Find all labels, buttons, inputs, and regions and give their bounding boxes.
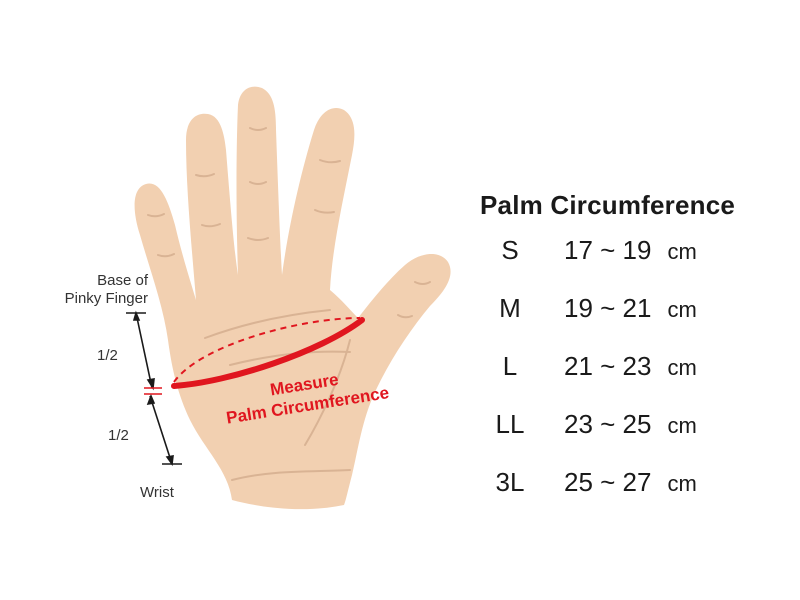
size-unit: cm [667,297,697,322]
size-range: 17 ~ 19 [564,235,652,265]
size-row-m: M 19 ~ 21 cm [480,293,790,351]
measure-band-back [173,317,361,383]
size-label: L [502,351,518,381]
midpoint-marker [144,387,162,395]
base-of-pinky-line2: Pinky Finger [64,290,148,307]
palm-creases [204,309,351,481]
hand-shape [134,86,451,510]
size-row-ll: LL 23 ~ 25 cm [480,409,790,467]
base-of-pinky-label: Base of Pinky Finger [62,272,148,308]
size-label: M [499,293,521,323]
size-label: 3L [495,467,525,497]
size-row-3l: 3L 25 ~ 27 cm [480,467,790,525]
size-unit: cm [667,471,697,496]
size-range: 23 ~ 25 [564,409,652,439]
size-unit: cm [667,413,697,438]
size-row-l: L 21 ~ 23 cm [480,351,790,409]
size-unit: cm [667,355,697,380]
size-label: S [501,235,519,265]
size-label: LL [495,409,525,439]
size-range: 21 ~ 23 [564,351,652,381]
size-table: Palm Circumference S 17 ~ 19 cm M 19 ~ 2… [480,190,790,525]
size-row-s: S 17 ~ 19 cm [480,235,790,293]
base-of-pinky-line1: Base of [97,272,148,289]
measure-band-front [171,317,365,389]
size-range: 19 ~ 21 [564,293,652,323]
dimension-arrows [126,310,182,467]
hand-illustration [126,86,451,510]
wrist-label: Wrist [140,484,174,501]
half-upper-label: 1/2 [97,347,118,364]
size-table-title: Palm Circumference [480,190,736,220]
size-range: 25 ~ 27 [564,467,652,497]
finger-creases [147,127,431,319]
size-unit: cm [667,239,697,264]
half-lower-label: 1/2 [108,427,129,444]
